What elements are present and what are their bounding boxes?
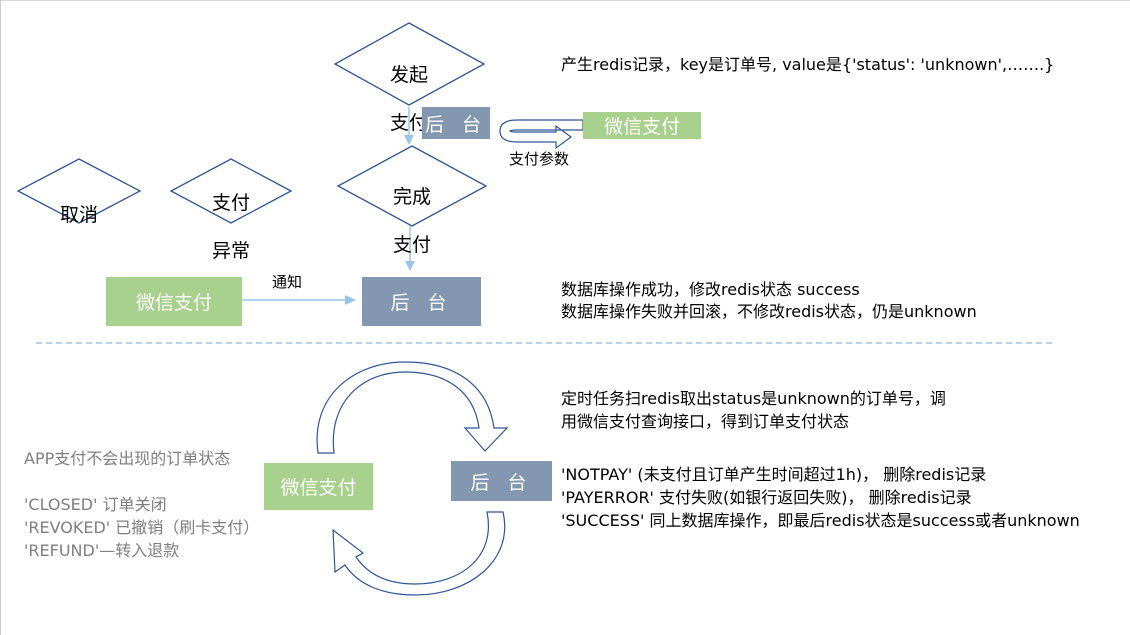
uturn-arrow-pay-params (499, 119, 584, 150)
arrowhead-notify (345, 295, 356, 305)
diamond-complete-label: 完成 支付 (372, 161, 452, 281)
diamond-complete-line1: 完成 (392, 186, 431, 208)
diamond-initiate-line2: 支付 (389, 112, 428, 134)
note-timer-line1: 定时任务扫redis取出status是unknown的订单号，调 (561, 389, 946, 408)
diamond-error-line2: 异常 (211, 240, 250, 262)
backend-box-top: 后 台 (422, 107, 490, 139)
backend-box-mid: 后 台 (362, 277, 481, 326)
left-border (0, 0, 1, 635)
diamond-cancel (16, 158, 142, 224)
note-payerror: 'PAYERROR' 支付失败(如银行返回失败)， 删除redis记录 (561, 488, 972, 507)
note-db-success: 数据库操作成功，修改redis状态 success (561, 280, 860, 299)
app-state-closed: 'CLOSED' 订单关闭 (24, 495, 167, 514)
notify-label: 通知 (272, 273, 303, 291)
note-redis-create: 产生redis记录，key是订单号, value是{'status': 'unk… (561, 55, 1055, 74)
wechat-pay-box-top: 微信支付 (583, 112, 701, 139)
cycle-arrow-bottom (332, 511, 506, 596)
diamond-cancel-line1: 取消 (59, 204, 98, 226)
top-border (0, 0, 1130, 1)
diamond-error-line1: 支付 (211, 192, 250, 214)
diamond-complete-payment (336, 145, 488, 227)
arrowhead-initiate-to-complete (404, 135, 414, 145)
diamond-error-label: 支付 异常 (191, 167, 271, 287)
diamond-payment-error (169, 158, 293, 224)
diamond-cancel-label: 取消 (39, 179, 119, 251)
cycle-arrow-top (316, 361, 509, 454)
wechat-pay-box-bottom: 微信支付 (264, 463, 373, 510)
wechat-pay-box-mid: 微信支付 (106, 277, 242, 326)
app-states-title: APP支付不会出现的订单状态 (24, 449, 231, 468)
note-timer-line2: 用微信支付查询接口，得到订单支付状态 (561, 412, 850, 431)
note-notpay: 'NOTPAY' (未支付且订单产生时间超过1h)， 删除redis记录 (561, 465, 987, 484)
pay-params-label: 支付参数 (509, 150, 570, 168)
app-state-refund: 'REFUND'—转入退款 (24, 541, 180, 560)
backend-box-bottom: 后 台 (451, 461, 552, 501)
app-state-revoked: 'REVOKED' 已撤销（刷卡支付） (24, 518, 260, 537)
arrowhead-complete-to-backend (405, 261, 415, 271)
diamond-complete-line2: 支付 (392, 234, 431, 256)
diamond-initiate-label: 发起 支付 (369, 39, 449, 159)
note-success: 'SUCCESS' 同上数据库操作，即最后redis状态是success或者un… (561, 511, 1080, 530)
note-db-fail: 数据库操作失败并回滚，不修改redis状态，仍是unknown (561, 302, 977, 321)
diamond-initiate-line1: 发起 (389, 64, 428, 86)
diamond-initiate-payment (333, 22, 486, 106)
